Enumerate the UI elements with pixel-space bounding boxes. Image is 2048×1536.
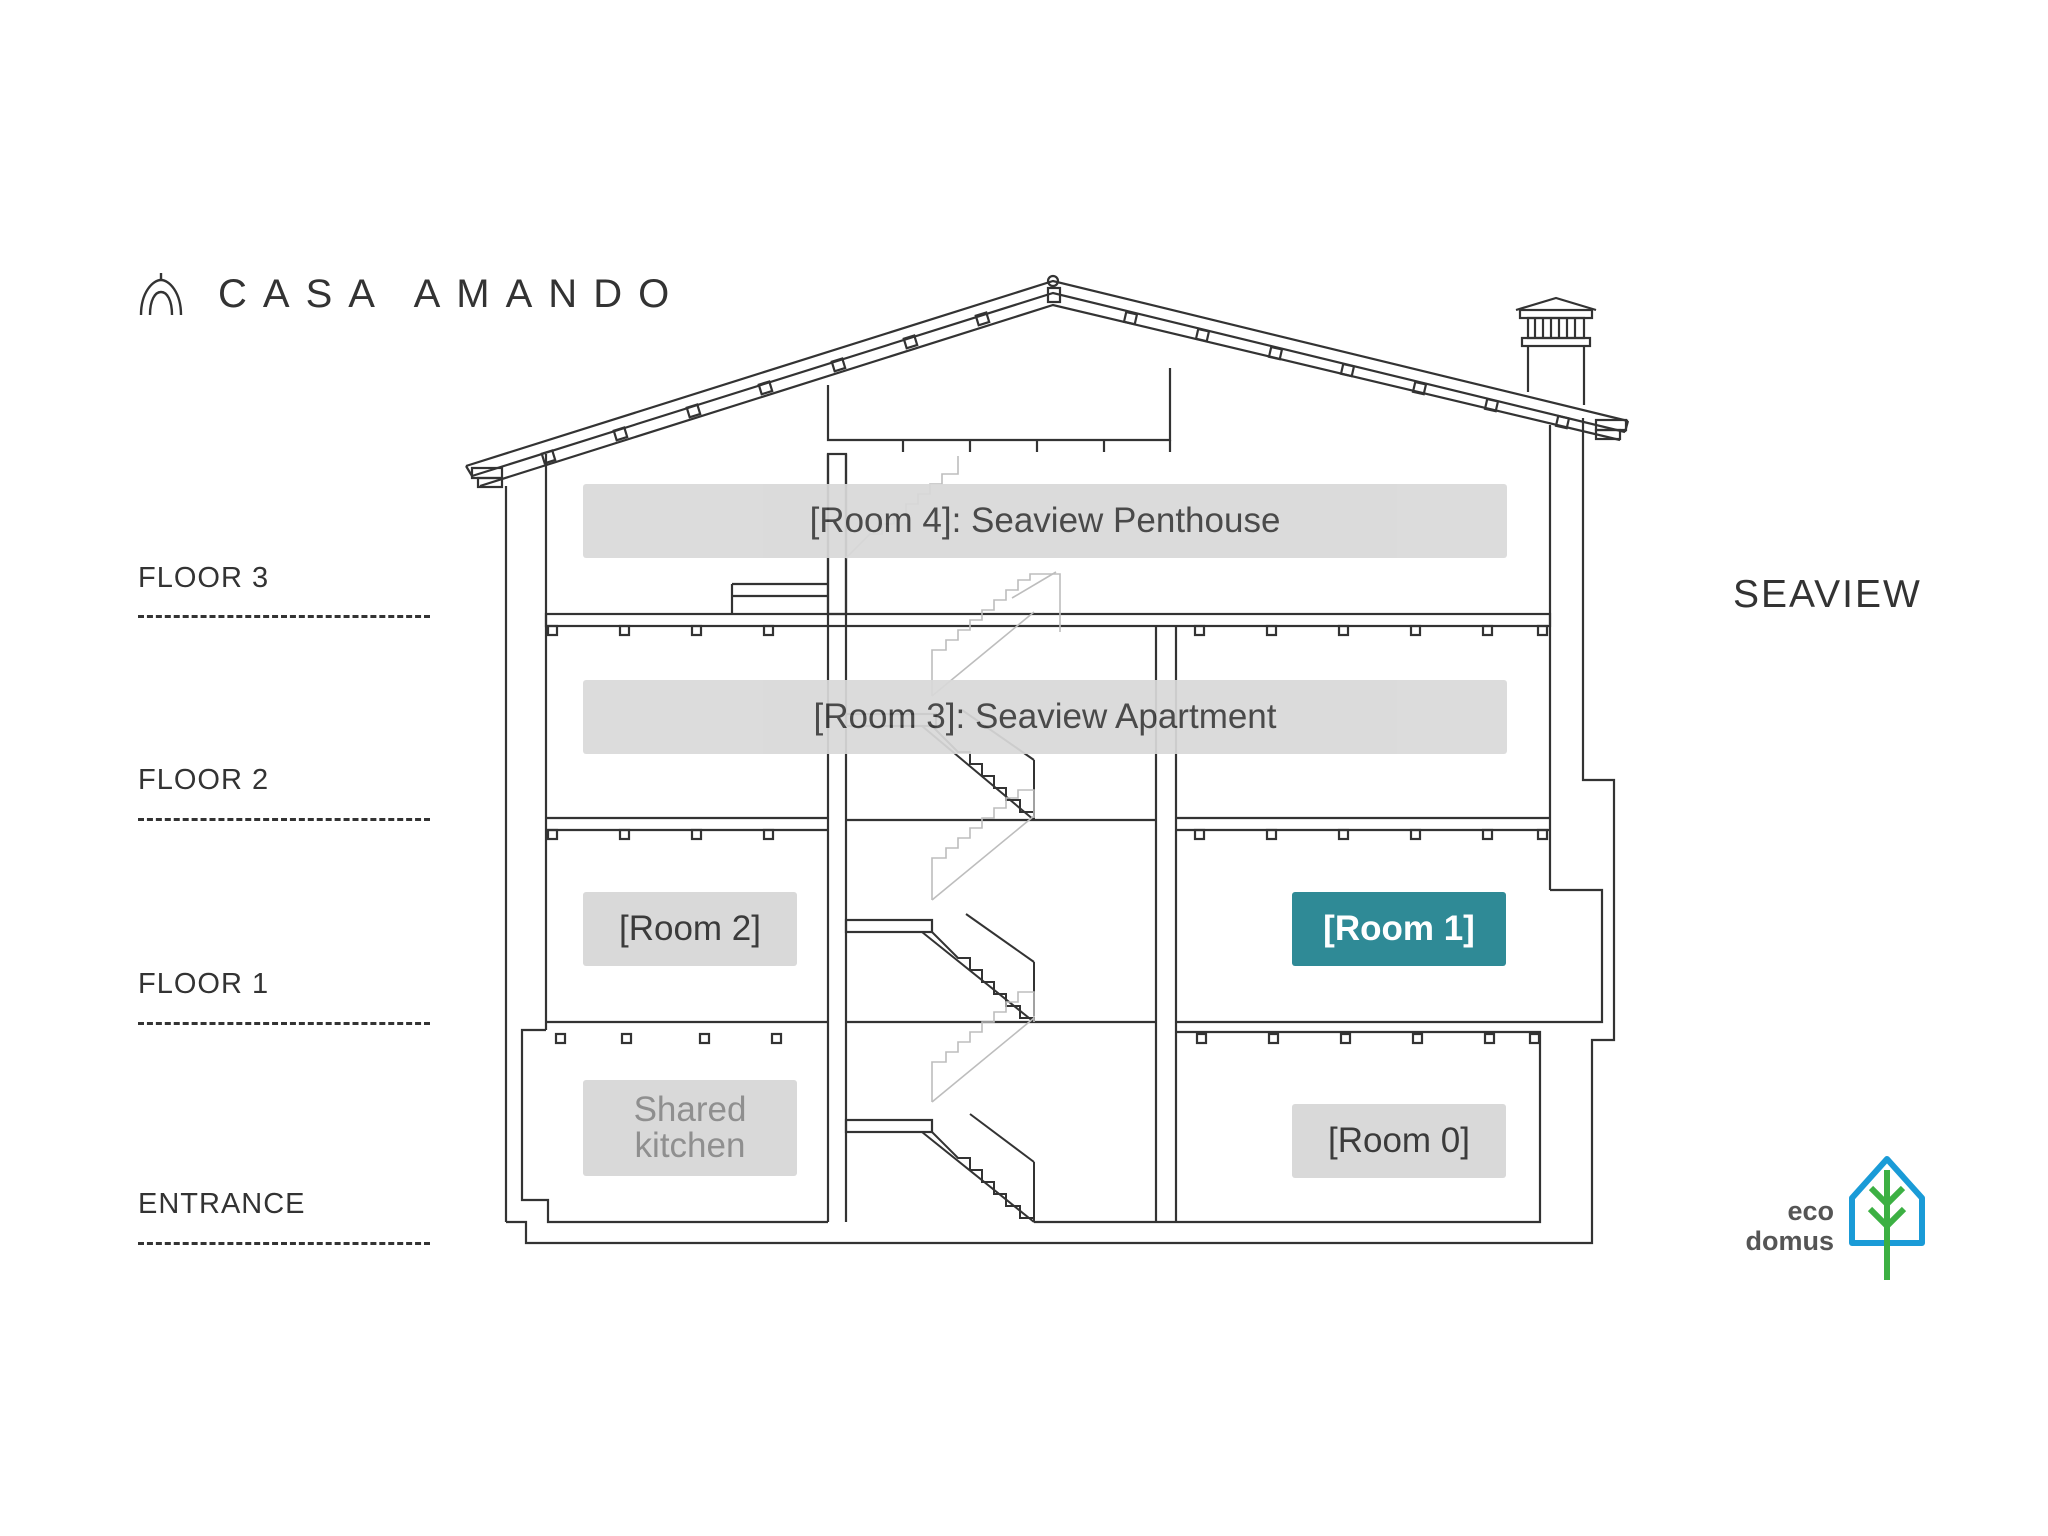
room-2-label[interactable]: [Room 2] (583, 892, 797, 966)
room-3-label[interactable]: [Room 3]: Seaview Apartment (583, 680, 1507, 754)
stair-flights (921, 709, 1035, 1223)
eco-logo-line2: domus (1745, 1226, 1834, 1256)
stair-core (730, 368, 1178, 1222)
floor-label-3: FLOOR 3 (138, 562, 270, 594)
roof (465, 274, 1630, 489)
floor-divider-entrance (138, 1242, 430, 1245)
floor-divider-1 (138, 1022, 430, 1025)
floor-slabs (520, 612, 1552, 1224)
brand-name: CASA AMANDO (218, 272, 686, 316)
orientation-label: SEAVIEW (1733, 573, 1922, 616)
shared-kitchen-label[interactable]: Shared kitchen (583, 1080, 797, 1176)
outer-walls (504, 418, 1616, 1245)
floor-label-1: FLOOR 1 (138, 968, 270, 1000)
room-1-label[interactable]: [Room 1] (1292, 892, 1506, 966)
room-0-label[interactable]: [Room 0] (1292, 1104, 1506, 1178)
floor-label-entrance: ENTRANCE (138, 1188, 306, 1220)
eco-logo-text: eco domus (1700, 1196, 1834, 1256)
chimney (1515, 296, 1597, 405)
floor-divider-2 (138, 818, 430, 821)
leaf-house-icon (1849, 1156, 1925, 1280)
floor-label-2: FLOOR 2 (138, 764, 270, 796)
eco-logo-line1: eco (1787, 1196, 1834, 1226)
house-arch-icon (139, 273, 183, 316)
room-4-label[interactable]: [Room 4]: Seaview Penthouse (583, 484, 1507, 558)
floor-divider-3 (138, 615, 430, 618)
